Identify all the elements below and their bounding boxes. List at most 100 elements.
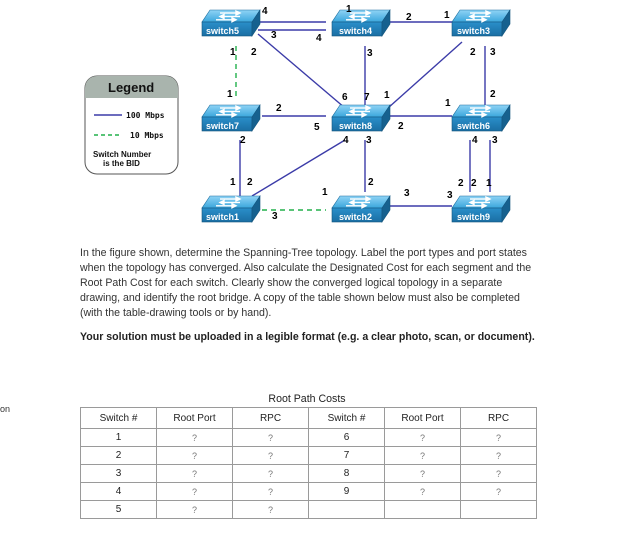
cell-root-port[interactable]: ?	[156, 500, 233, 519]
port-number: 4	[343, 135, 349, 146]
port-number: 1	[346, 4, 352, 15]
cell-root-port[interactable]: ?	[156, 428, 233, 447]
table-caption: Root Path Costs	[268, 393, 346, 405]
port-number: 2	[276, 103, 282, 114]
cell-rpc[interactable]: ?	[460, 482, 537, 501]
port-number: 2	[240, 135, 246, 146]
legend-title: Legend	[108, 80, 154, 95]
port-number: 1	[227, 89, 233, 100]
cell-switch: 7	[308, 446, 385, 465]
cell-rpc[interactable]: ?	[232, 464, 309, 483]
table-row: 2 ? ? 7 ? ?	[80, 446, 537, 465]
cell-root-port[interactable]: ?	[384, 428, 461, 447]
cell-root-port[interactable]: ?	[384, 446, 461, 465]
root-path-costs-table: Switch # Root Port RPC Switch # Root Por…	[80, 407, 537, 519]
switch-switch6[interactable]: switch6	[451, 104, 511, 132]
cell-switch: 9	[308, 482, 385, 501]
cell-rpc[interactable]: ?	[232, 446, 309, 465]
links-10mbps	[235, 46, 326, 211]
cell-rpc[interactable]: ?	[232, 500, 309, 519]
question-paragraph: In the figure shown, determine the Spann…	[80, 247, 532, 319]
cell-switch: 6	[308, 428, 385, 447]
header-root-port: Root Port	[384, 407, 461, 429]
switch-switch7[interactable]: switch7	[201, 104, 261, 132]
cell-rpc[interactable]: ?	[460, 464, 537, 483]
table-row: 1 ? ? 6 ? ?	[80, 428, 537, 447]
cell-root-port[interactable]: ?	[384, 464, 461, 483]
link-s3-s8	[387, 41, 463, 109]
table-row: 5 ? ?	[80, 500, 537, 519]
port-number: 1	[322, 187, 328, 198]
cell-root-port[interactable]: ?	[384, 482, 461, 501]
link-s8-s1	[251, 139, 346, 197]
table-header-row: Switch # Root Port RPC Switch # Root Por…	[80, 407, 537, 429]
port-number: 2	[470, 47, 476, 58]
links-100mbps	[239, 21, 491, 207]
switch-switch3[interactable]: switch3	[451, 9, 511, 37]
port-number: 2	[251, 47, 257, 58]
port-number: 1	[230, 47, 236, 58]
port-number: 1	[445, 98, 451, 109]
port-number: 4	[262, 6, 268, 17]
cell-switch: 2	[80, 446, 157, 465]
cell-rpc[interactable]: ?	[460, 428, 537, 447]
port-number: 3	[367, 48, 373, 59]
port-number: 2	[406, 12, 412, 23]
link-s5-s8	[257, 33, 346, 109]
cell-rpc[interactable]: ?	[232, 482, 309, 501]
cell-switch: 1	[80, 428, 157, 447]
port-number: 3	[447, 190, 453, 201]
legend-header	[85, 76, 178, 98]
legend-note-line1: Switch Number	[93, 150, 151, 159]
cell-rpc[interactable]: ?	[460, 446, 537, 465]
question-block: In the figure shown, determine the Spann…	[80, 246, 540, 354]
port-number: 2	[471, 178, 477, 189]
port-number: 4	[316, 33, 322, 44]
port-number: 1	[384, 90, 390, 101]
switch-label: switch6	[457, 121, 490, 131]
port-number: 5	[314, 122, 320, 133]
legend-100mbps: 100 Mbps	[126, 111, 165, 120]
cell-root-port	[384, 500, 461, 519]
port-number: 3	[271, 30, 277, 41]
switch-label: switch3	[457, 26, 490, 36]
cell-switch	[308, 500, 385, 519]
port-number: 6	[342, 92, 348, 103]
port-number: 3	[492, 135, 498, 146]
port-number: 3	[490, 47, 496, 58]
port-number: 2	[247, 177, 253, 188]
switch-switch8[interactable]: switch8	[331, 104, 391, 132]
port-number: 7	[364, 92, 370, 103]
port-number: 1	[230, 177, 236, 188]
cell-switch: 4	[80, 482, 157, 501]
port-number: 4	[472, 135, 478, 146]
switch-label: switch5	[206, 26, 239, 36]
cell-root-port[interactable]: ?	[156, 446, 233, 465]
switch-switch9[interactable]: switch9	[451, 195, 511, 223]
cell-switch: 3	[80, 464, 157, 483]
legend-10mbps: 10 Mbps	[130, 131, 164, 140]
switch-switch2[interactable]: switch2	[331, 195, 391, 223]
cell-root-port[interactable]: ?	[156, 464, 233, 483]
switch-switch5[interactable]: switch5	[201, 9, 261, 37]
port-number: 2	[368, 177, 374, 188]
switch-switch4[interactable]: switch4	[331, 9, 391, 37]
cell-rpc[interactable]: ?	[232, 428, 309, 447]
port-number: 2	[398, 121, 404, 132]
switch-switch1[interactable]: switch1	[201, 195, 261, 223]
port-number: 1	[486, 178, 492, 189]
switch-label: switch9	[457, 212, 490, 222]
header-switch: Switch #	[80, 407, 157, 429]
port-number: 3	[272, 211, 278, 222]
port-number: 3	[404, 188, 410, 199]
port-numbers: 4 1 2 1 3 4 3 1 2 2 3 1 2 6 7 1 1 2 2 5 …	[227, 4, 498, 222]
network-topology-diagram: switch5 switch4 switch3 switch7 switch8 …	[84, 4, 511, 223]
table-row: 4 ? ? 9 ? ?	[80, 482, 537, 501]
cell-rpc	[460, 500, 537, 519]
legend-note-line2: is the BID	[103, 159, 140, 168]
header-root-port: Root Port	[156, 407, 233, 429]
cell-root-port[interactable]: ?	[156, 482, 233, 501]
port-number: 2	[458, 178, 464, 189]
switch-label: switch7	[206, 121, 239, 131]
cell-switch: 8	[308, 464, 385, 483]
